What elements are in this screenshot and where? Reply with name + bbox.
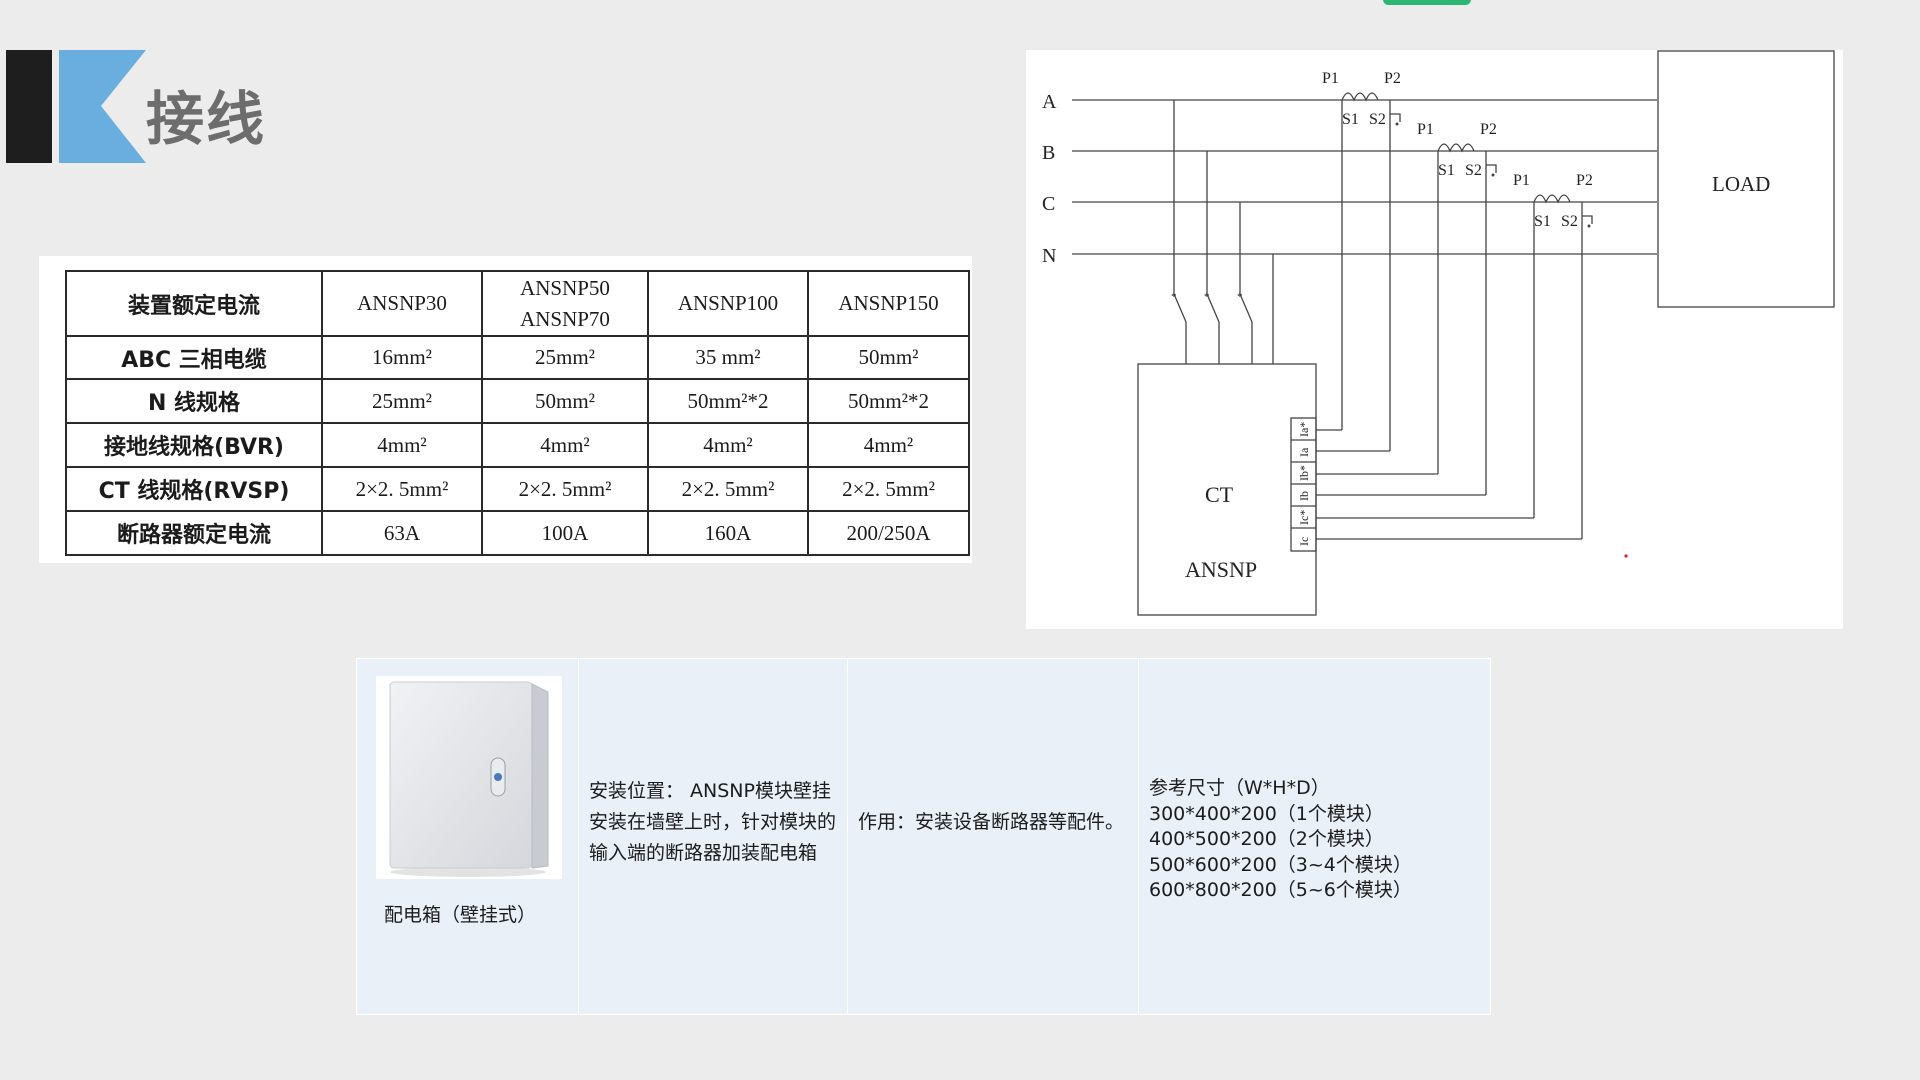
ct-p2-label: P2 — [1576, 172, 1593, 189]
row-label: 接地线规格(BVR) — [65, 422, 323, 468]
terminal-label: Ia — [1297, 447, 1311, 457]
svg-text:*: * — [1204, 291, 1210, 303]
function-text: 作用：安装设备断路器等配件。 — [858, 811, 1125, 833]
table-header-cell: ANSNP30 — [321, 270, 483, 337]
table-cell: 50mm² — [481, 378, 649, 424]
table-header-cell: 装置额定电流 — [65, 270, 323, 337]
ct-p2-label: P2 — [1384, 70, 1401, 87]
phase-label: C — [1042, 193, 1055, 215]
list-item: 500*600*200（3~4个模块） — [1149, 853, 1412, 876]
table-cell: 2×2. 5mm² — [647, 466, 809, 512]
terminal-label: Ic — [1297, 537, 1311, 546]
table-cell: 2×2. 5mm² — [321, 466, 483, 512]
table-cell: 2×2. 5mm² — [807, 466, 970, 512]
ct-p2-label: P2 — [1480, 121, 1497, 138]
table-cell: 25mm² — [481, 335, 649, 380]
title-chevron-icon — [59, 50, 146, 163]
phase-label: N — [1042, 245, 1056, 267]
table-cell: 25mm² — [321, 378, 483, 424]
ct-p1-label: P1 — [1513, 172, 1530, 189]
row-label: CT 线规格(RVSP) — [65, 466, 323, 512]
header-model-50: ANSNP50 — [520, 275, 610, 300]
svg-text:*: * — [1171, 291, 1177, 303]
cabinet-cell: 配电箱（壁挂式） — [357, 659, 579, 1014]
table-row: ABC 三相电缆 16mm² 25mm² 35 mm² 50mm² — [65, 335, 970, 380]
ct-s1-label: S1 — [1438, 162, 1455, 179]
table-header-cell: ANSNP50 ANSNP70 — [481, 270, 649, 337]
row-label: ABC 三相电缆 — [65, 335, 323, 380]
table-header-cell: ANSNP100 — [647, 270, 809, 337]
table-cell: 35 mm² — [647, 335, 809, 380]
header-model-70: ANSNP70 — [520, 306, 610, 331]
phase-label: B — [1042, 142, 1055, 164]
table-cell: 50mm²*2 — [647, 378, 809, 424]
wiring-diagram-svg: * * * A B C N P1 P2 S1 S2 P1 P2 S1 S2 P1 P… — [1042, 50, 1835, 616]
load-label: LOAD — [1712, 172, 1770, 196]
location-cell: 安装位置： ANSNP模块壁挂安装在墙壁上时，针对模块的输入端的断路器加装配电箱 — [579, 659, 848, 1014]
table-header-row: 装置额定电流 ANSNP30 ANSNP50 ANSNP70 ANSNP100 … — [65, 270, 970, 337]
table-row: CT 线规格(RVSP) 2×2. 5mm² 2×2. 5mm² 2×2. 5m… — [65, 466, 970, 512]
table-header-cell: ANSNP150 — [807, 270, 970, 337]
list-item: 300*400*200（1个模块） — [1149, 802, 1384, 825]
ct-s2-label: S2 — [1561, 213, 1578, 230]
terminal-label: Ic* — [1297, 510, 1311, 525]
size-title: 参考尺寸（W*H*D） — [1149, 777, 1330, 799]
row-label: N 线规格 — [65, 378, 323, 424]
table-row: 接地线规格(BVR) 4mm² 4mm² 4mm² 4mm² — [65, 422, 970, 468]
size-list: 参考尺寸（W*H*D） 300*400*200（1个模块） 400*500*20… — [1149, 776, 1479, 904]
table-row: 断路器额定电流 63A 100A 160A 200/250A — [65, 510, 970, 556]
table-cell: 50mm² — [807, 335, 970, 380]
ct-s1-label: S1 — [1342, 111, 1359, 128]
info-row: 配电箱（壁挂式） 安装位置： ANSNP模块壁挂安装在墙壁上时，针对模块的输入端… — [356, 658, 1491, 1015]
cabinet-image — [376, 676, 562, 879]
list-item: 400*500*200（2个模块） — [1149, 828, 1384, 850]
phase-label: A — [1042, 91, 1057, 113]
list-item: 600*800*200（5~6个模块） — [1149, 879, 1412, 901]
table-cell: 4mm² — [481, 422, 649, 468]
table-cell: 63A — [321, 510, 483, 556]
cabinet-caption: 配电箱（壁挂式） — [384, 904, 537, 926]
row-label: 断路器额定电流 — [65, 510, 323, 556]
table-cell: 50mm²*2 — [807, 378, 970, 424]
table-cell: 2×2. 5mm² — [481, 466, 649, 512]
device-ct-label: CT — [1205, 482, 1234, 507]
table-cell: 4mm² — [321, 422, 483, 468]
ct-coil-a — [1341, 92, 1379, 102]
table-cell: 4mm² — [807, 422, 970, 468]
svg-text:*: * — [1237, 291, 1243, 303]
title-dark-bar — [6, 50, 52, 163]
wiring-diagram: * * * A B C N P1 P2 S1 S2 P1 P2 S1 S2 P1 P… — [1026, 50, 1843, 629]
size-cell: 参考尺寸（W*H*D） 300*400*200（1个模块） 400*500*20… — [1139, 659, 1490, 1014]
terminal-label: Ia* — [1297, 422, 1311, 437]
terminal-label: Ib* — [1297, 465, 1311, 481]
spec-table: 装置额定电流 ANSNP30 ANSNP50 ANSNP70 ANSNP100 … — [65, 270, 970, 556]
table-cell: 100A — [481, 510, 649, 556]
table-row: N 线规格 25mm² 50mm² 50mm²*2 50mm²*2 — [65, 378, 970, 424]
top-tab — [1383, 0, 1471, 5]
ct-s1-label: S1 — [1534, 213, 1551, 230]
location-text: 安装位置： ANSNP模块壁挂安装在墙壁上时，针对模块的输入端的断路器加装配电箱 — [589, 780, 837, 864]
spec-table-panel: 装置额定电流 ANSNP30 ANSNP50 ANSNP70 ANSNP100 … — [39, 256, 972, 563]
ct-p1-label: P1 — [1417, 121, 1434, 138]
ct-coil-b — [1437, 143, 1475, 153]
table-cell: 160A — [647, 510, 809, 556]
terminal-label: Ib — [1297, 491, 1311, 501]
load-box — [1657, 50, 1835, 308]
table-cell: 4mm² — [647, 422, 809, 468]
ct-coil-c — [1533, 194, 1571, 204]
ct-p1-label: P1 — [1322, 70, 1339, 87]
table-cell: 200/250A — [807, 510, 970, 556]
table-cell: 16mm² — [321, 335, 483, 380]
red-dot — [1624, 554, 1628, 558]
ct-s2-label: S2 — [1465, 162, 1482, 179]
ct-s2-label: S2 — [1369, 111, 1386, 128]
function-cell: 作用：安装设备断路器等配件。 — [848, 659, 1139, 1014]
device-ansnp-label: ANSNP — [1185, 557, 1257, 582]
distribution-box-icon — [389, 681, 549, 877]
page-title: 接线 — [146, 85, 267, 153]
